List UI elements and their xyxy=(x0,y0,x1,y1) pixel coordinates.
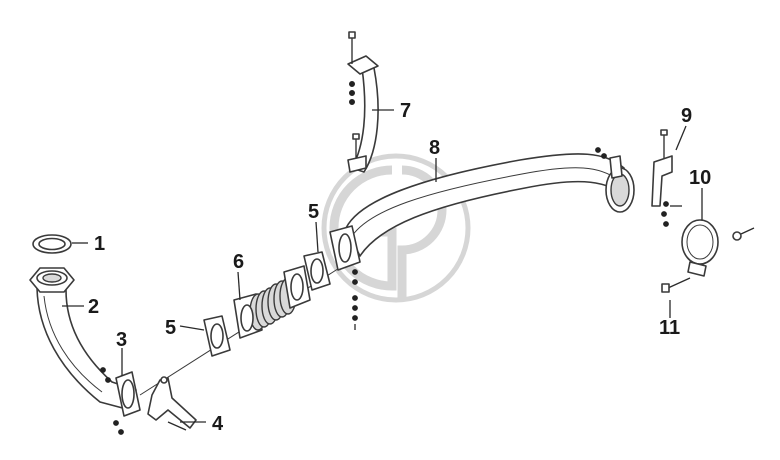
leader-lines xyxy=(62,109,703,423)
callout-4: 4 xyxy=(212,413,224,435)
callout-3: 3 xyxy=(116,329,127,351)
callout-8: 8 xyxy=(429,137,440,159)
callout-10: 10 xyxy=(689,167,711,189)
part-1-gasket-ring xyxy=(32,234,72,254)
callout-5a: 5 xyxy=(165,317,176,339)
part-6-bellows xyxy=(233,265,311,339)
callout-1: 1 xyxy=(94,233,105,255)
callout-7: 7 xyxy=(400,100,411,122)
part-9-hanger xyxy=(651,129,682,227)
callout-11: 11 xyxy=(659,317,680,339)
part-8-main-pipe xyxy=(329,147,635,330)
callout-5b: 5 xyxy=(308,201,319,223)
part-11-bolt xyxy=(661,277,691,293)
part-5a-gasket xyxy=(203,315,231,357)
part-7-tail-pipe xyxy=(347,31,379,173)
callout-2: 2 xyxy=(88,296,99,318)
part-2-front-pipe xyxy=(29,267,137,411)
part-10-clamp xyxy=(681,219,755,277)
part-4-bracket xyxy=(147,376,197,431)
part-3-flange xyxy=(100,367,141,435)
part-5b-gasket xyxy=(303,251,331,291)
callout-9: 9 xyxy=(681,105,692,127)
callout-5b-6: 6 xyxy=(233,251,244,273)
